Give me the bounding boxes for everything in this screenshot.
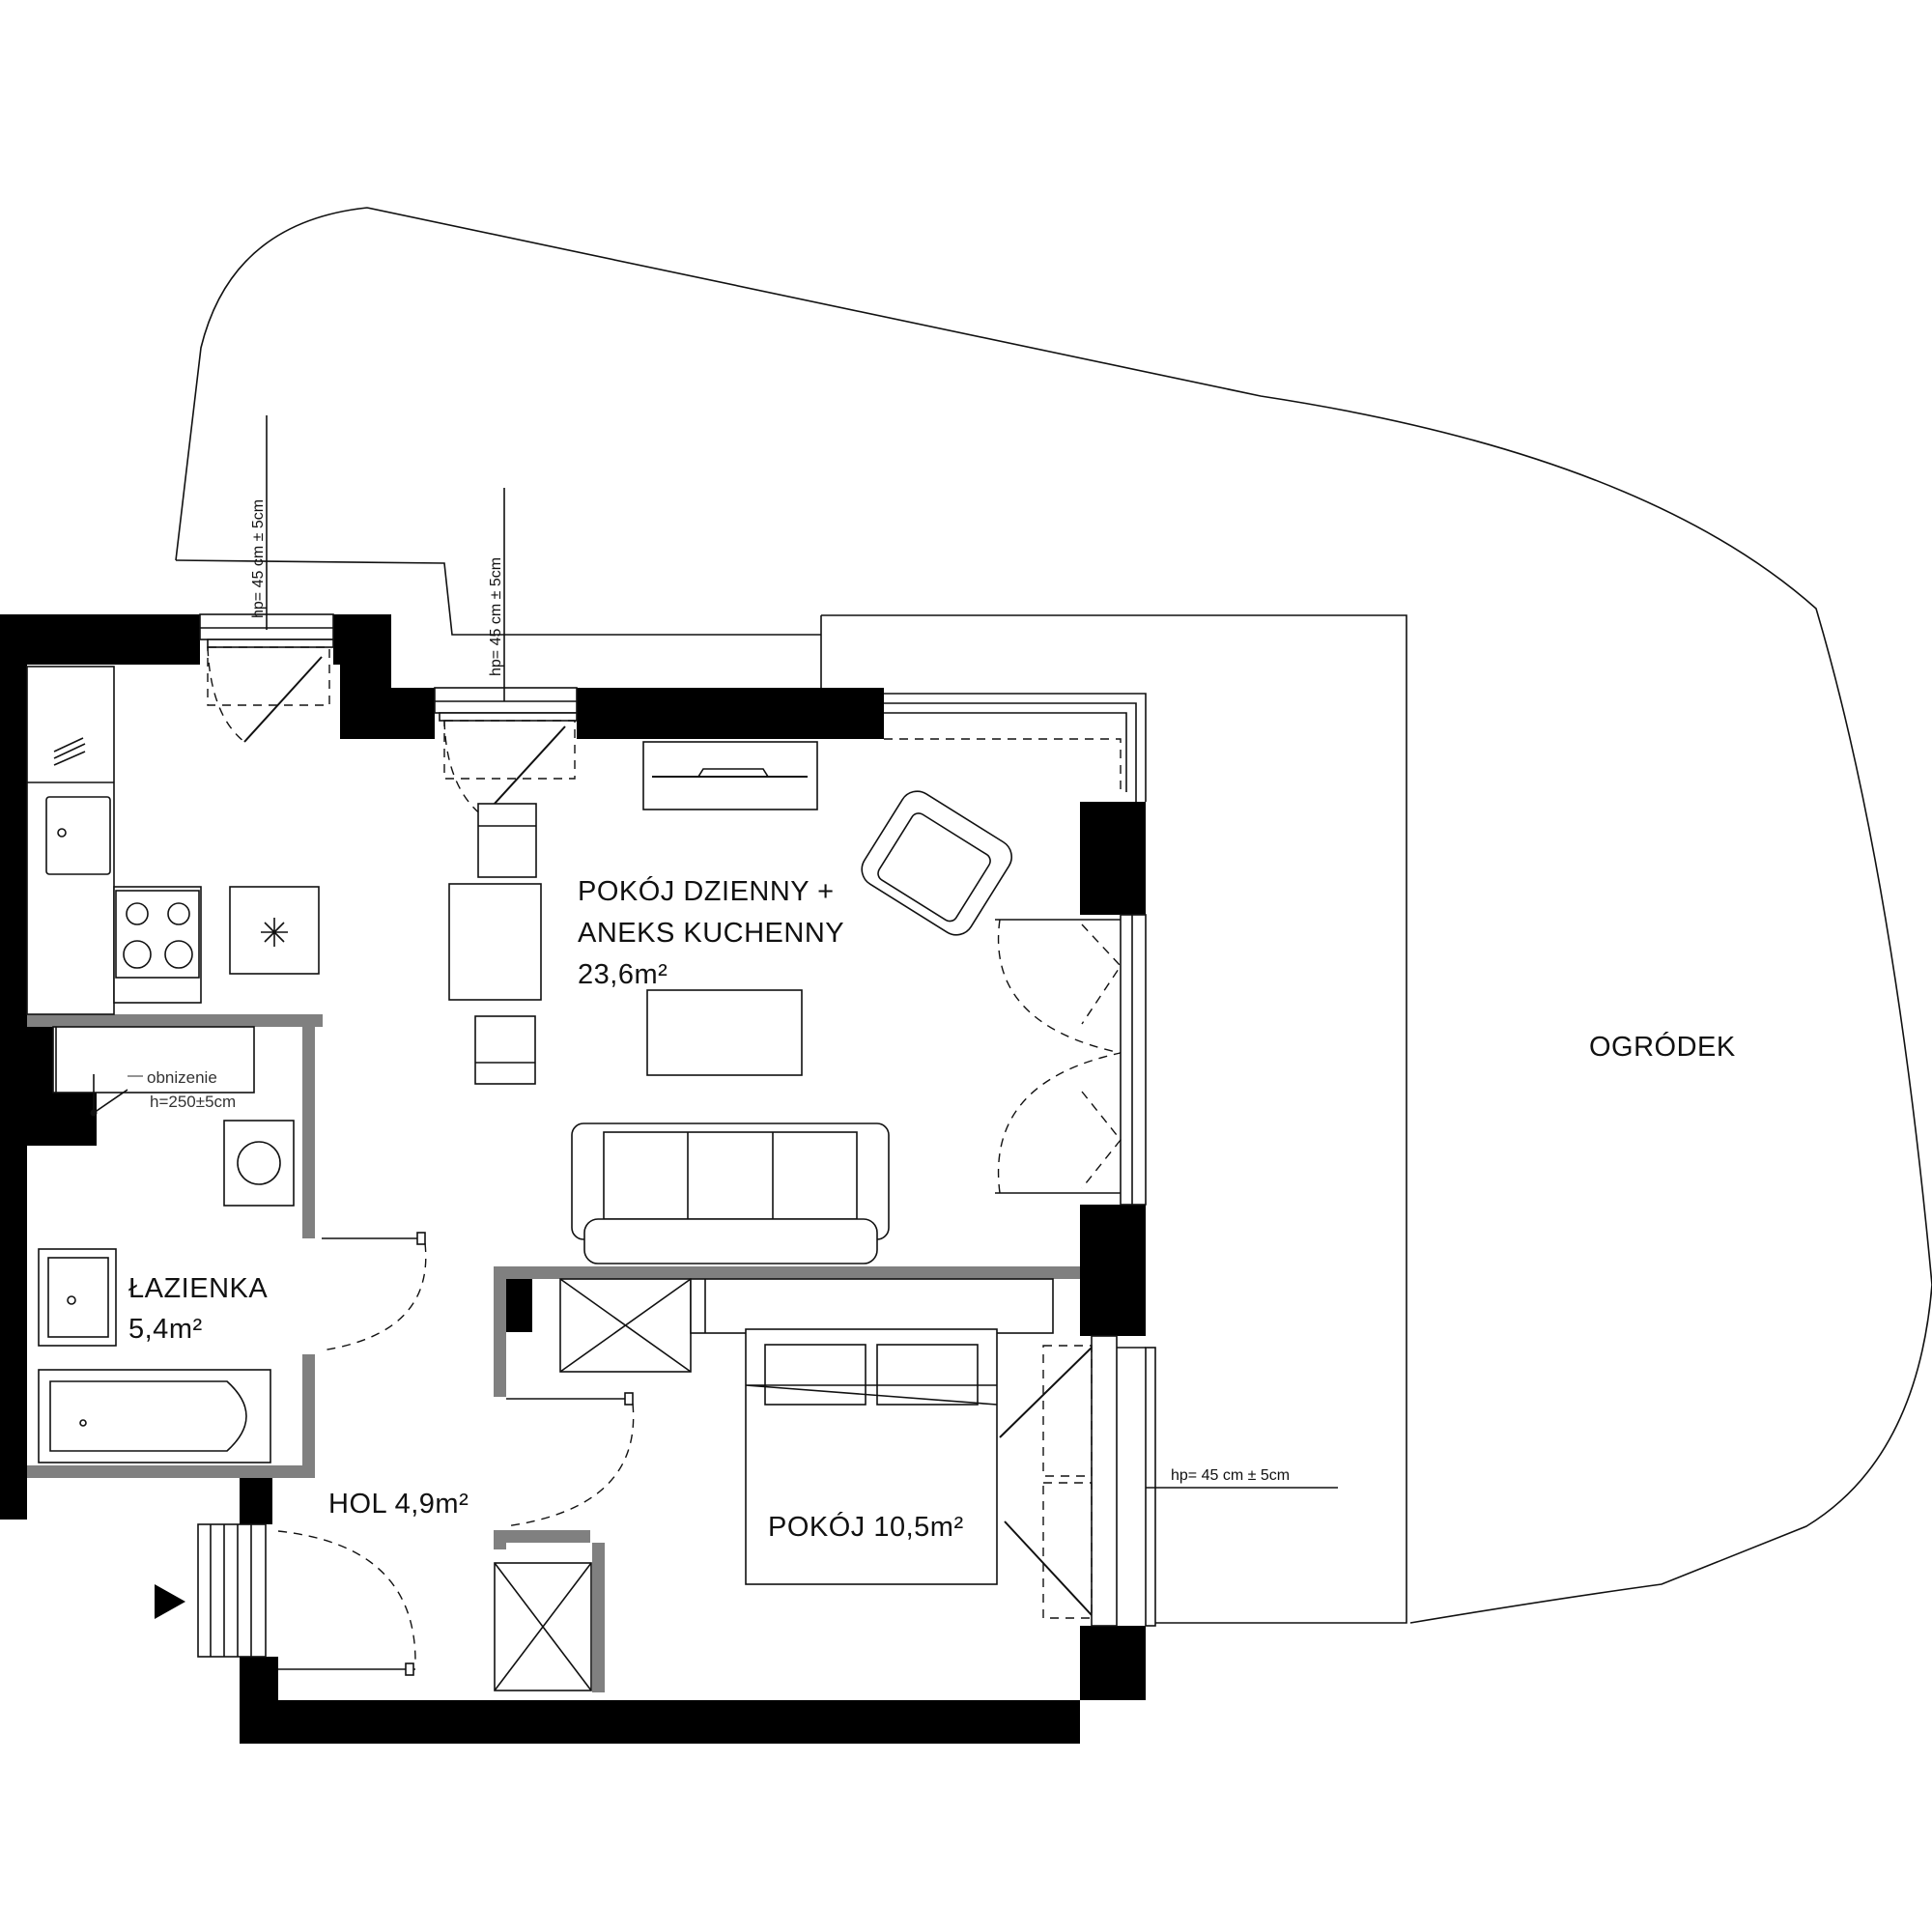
living-room-area: 23,6m²	[578, 959, 668, 990]
coffee-table	[646, 989, 803, 1076]
hall-storage	[494, 1562, 592, 1691]
washing-machine-icon	[237, 1141, 281, 1185]
garden-outline	[175, 207, 1932, 1624]
window-height-label-1: hp= 45 cm ± 5cm	[250, 499, 267, 618]
window-top-middle	[434, 687, 578, 817]
living-room-label-line2: ANEKS KUCHENNY	[578, 918, 844, 949]
draining-board-icon	[53, 737, 86, 766]
ceiling-drop-note-line1: obnizenie	[147, 1068, 217, 1087]
hob-icon	[115, 890, 200, 979]
sink-icon	[45, 796, 111, 875]
window-height-label-2: hp= 45 cm ± 5cm	[488, 557, 504, 676]
partition-walls	[27, 1014, 1080, 1692]
living-room-label-line1: POKÓJ DZIENNY +	[578, 875, 835, 907]
bathroom-label: ŁAZIENKA	[128, 1273, 268, 1304]
exterior-walls	[0, 614, 1146, 1744]
ceiling-drop-note-line2: h=250±5cm	[150, 1093, 236, 1111]
dimension-lines	[266, 415, 1338, 1489]
window-height-label-3: hp= 45 cm ± 5cm	[1171, 1467, 1290, 1484]
bedroom-door	[505, 1392, 635, 1527]
garden-label: OGRÓDEK	[1589, 1031, 1736, 1063]
tv-unit	[642, 741, 818, 810]
window-corner	[884, 693, 1147, 802]
fridge-icon	[261, 918, 288, 947]
armchair-icon	[861, 790, 1012, 936]
window-top-left	[199, 613, 334, 743]
bedroom-label: POKÓJ 10,5m²	[768, 1511, 964, 1543]
dining-table	[448, 803, 542, 1085]
bathroom-area: 5,4m²	[128, 1314, 203, 1345]
washbasin-icon	[38, 1248, 117, 1347]
bed-icon	[745, 1328, 998, 1585]
bathroom-door	[321, 1232, 427, 1351]
entrance-door	[197, 1523, 416, 1676]
wardrobe-icon	[559, 1278, 1054, 1373]
entrance-arrow-icon	[155, 1584, 185, 1619]
bedroom-window	[999, 1335, 1156, 1627]
bathtub-icon	[38, 1369, 271, 1463]
terrace-door	[995, 914, 1147, 1206]
sofa-icon	[571, 1122, 890, 1264]
hall-label: HOL 4,9m²	[328, 1489, 469, 1520]
bathroom-fixtures	[52, 1026, 295, 1207]
shower-drain-icon	[90, 1074, 143, 1117]
